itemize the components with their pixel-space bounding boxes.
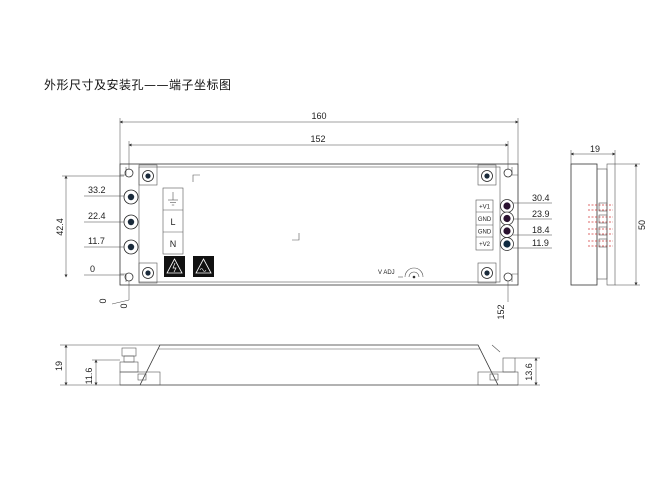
coord-bottom-zero-2: 0 (119, 303, 129, 308)
output-label-v1: +V1 (479, 205, 491, 211)
corner-screws (138, 164, 497, 284)
input-label-block (162, 187, 184, 255)
coord-left-3: 11.7 (88, 236, 105, 246)
dim-hole-width: 152 (310, 134, 325, 144)
coord-v2: 11.9 (532, 238, 549, 248)
vadj-potentiometer-icon (398, 267, 424, 279)
warning-icon (164, 256, 185, 277)
dim-side-height: 50 (637, 220, 647, 230)
coord-bottom-zero-1: 0 (98, 298, 108, 303)
corner-mark (192, 174, 200, 182)
dim-front-height: 19 (54, 361, 64, 371)
input-label-n: N (170, 239, 177, 249)
cover-outline (138, 166, 501, 283)
coord-v1: 30.4 (532, 193, 550, 203)
coord-left-4: 0 (90, 264, 95, 274)
dim-overall-width: 160 (311, 111, 326, 121)
input-label-l: L (170, 217, 175, 227)
ground-icon (168, 192, 178, 206)
page-title: 外形尺寸及安装孔——端子坐标图 (44, 78, 232, 92)
side-view: 19 50 (570, 144, 647, 286)
vadj-label: V ADJ (378, 270, 395, 276)
coord-gnd1: 23.9 (532, 209, 550, 219)
dim-front-mount-right: 13.6 (524, 363, 534, 381)
mounting-hole (503, 168, 513, 178)
terminal-hidden-lines (588, 204, 613, 247)
output-terminals (500, 199, 514, 251)
coord-bottom-right: 152 (496, 304, 506, 319)
hot-surface-icon (193, 256, 214, 277)
output-label-v2: +V2 (479, 242, 491, 248)
output-label-gnd2: GND (478, 230, 492, 236)
side-body (570, 163, 598, 286)
coord-left-2: 22.4 (88, 211, 106, 221)
dim-hole-height: 42.4 (55, 218, 65, 236)
output-label-gnd1: GND (478, 217, 492, 223)
front-view: 19 11.6 13.6 (54, 344, 540, 386)
front-screw-icon (119, 347, 139, 373)
dim-side-depth: 19 (590, 144, 600, 154)
input-terminals (123, 189, 139, 255)
mounting-hole (503, 272, 513, 282)
front-body (139, 344, 499, 386)
coord-gnd2: 18.4 (532, 225, 550, 235)
mounting-plate-outline (119, 163, 519, 286)
coord-left-1: 33.2 (88, 185, 106, 195)
dim-front-mount-left: 11.6 (84, 368, 94, 385)
corner-mark (292, 233, 300, 241)
top-view: L N +V1 GND GND +V2 (55, 111, 552, 320)
